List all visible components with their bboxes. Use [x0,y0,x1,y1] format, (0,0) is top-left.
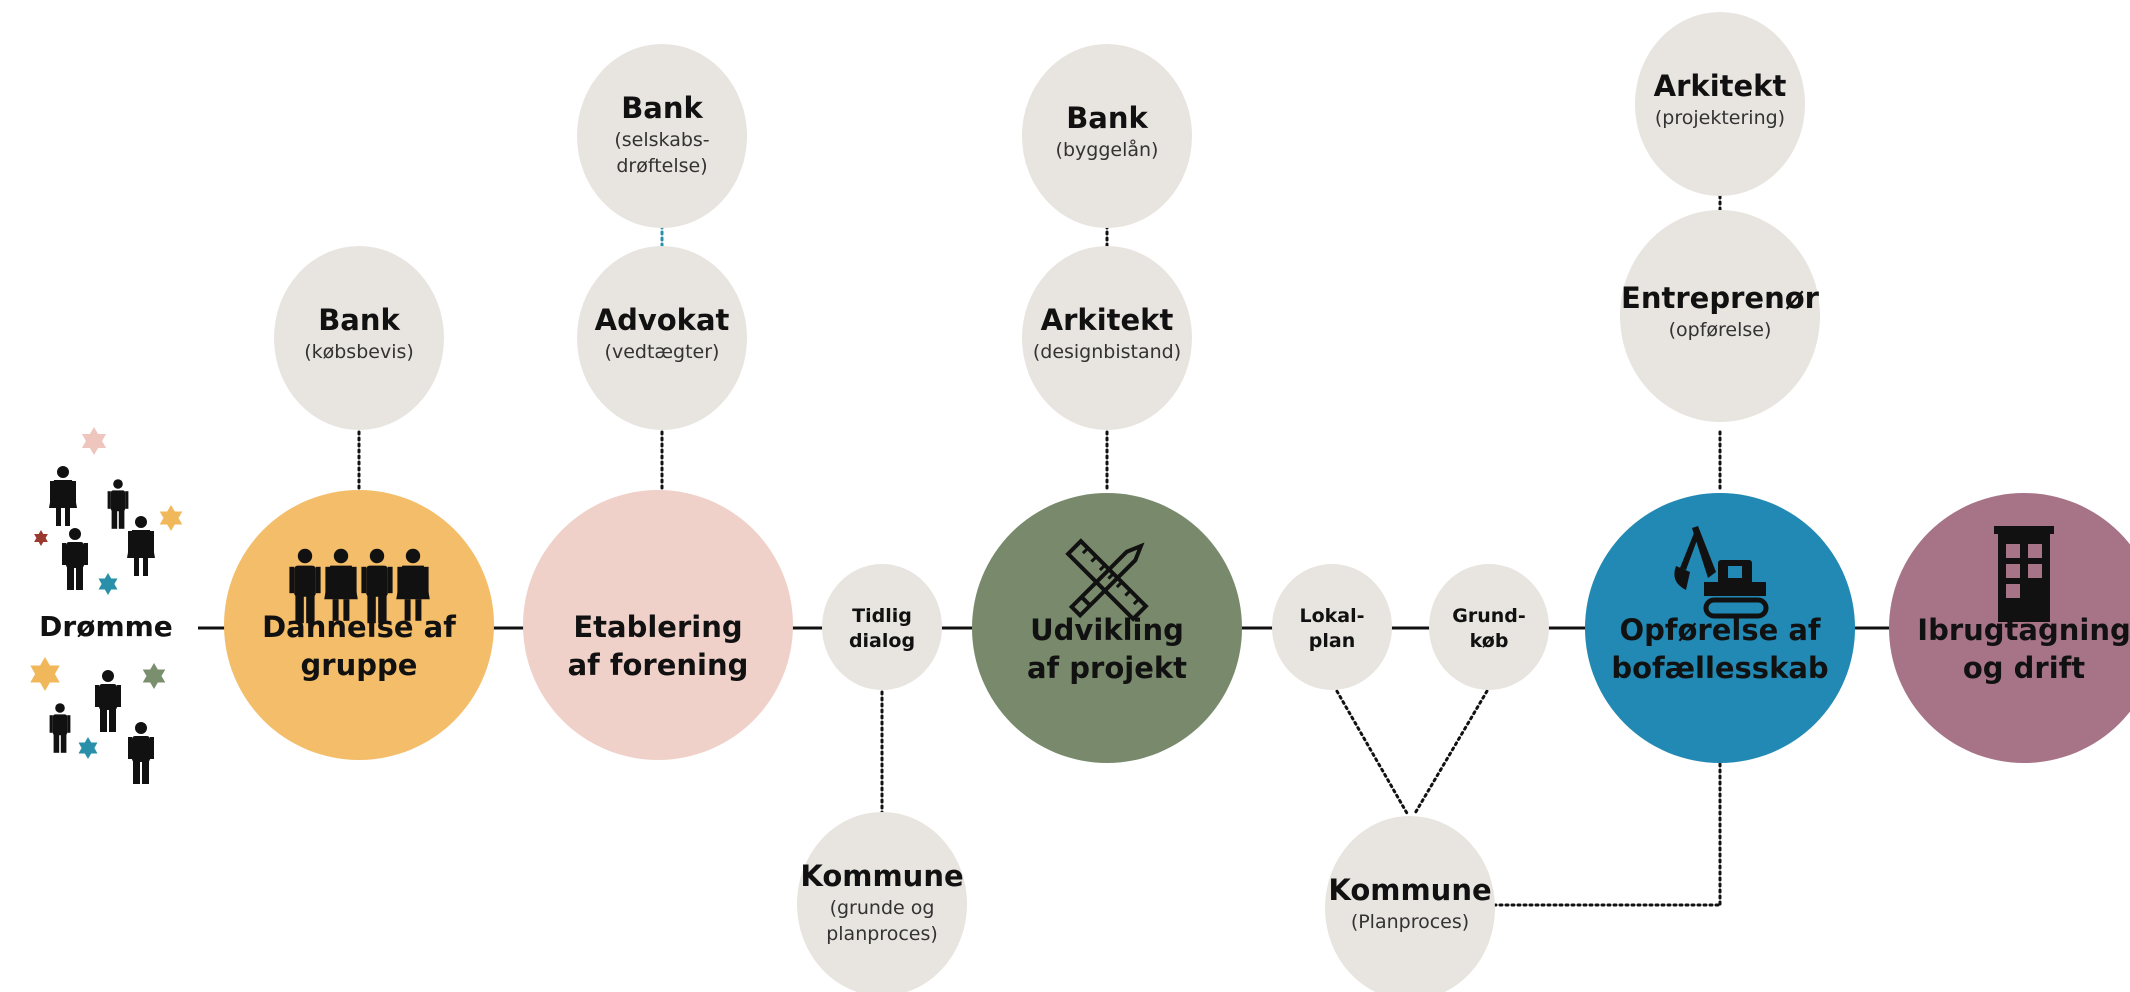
stage-label-udvikling-2: af projekt [1027,651,1187,685]
actor-title-kommune-plan: Kommune [1328,873,1491,907]
connector-grundkob-kommune [1412,684,1492,817]
circles [224,12,2130,992]
step-label-grundkob-2: køb [1470,630,1509,652]
icons [30,427,2054,784]
step-circle-tidlig [822,564,942,690]
building-icon [1994,526,2054,622]
actor-title-arkitekt-projekt: Arkitekt [1654,69,1787,103]
star-icon [34,530,48,546]
connector-lokalplan-kommune [1332,684,1410,817]
step-label-lokalplan-2: plan [1309,630,1355,652]
person-icon [49,703,71,753]
star-icon [30,657,60,691]
person-icon [107,479,129,529]
actor-title-advokat: Advokat [595,303,730,337]
actor-title-bank-selskab: Bank [621,91,703,125]
actor-title-bank-kobsbevis: Bank [318,303,400,337]
actor-circle-bank-kobsbevis [274,246,444,430]
actor-circle-kommune-plan [1325,816,1495,992]
star-icon [142,663,166,689]
star-icon [78,737,98,759]
stage-label-opforelse-2: bofællesskab [1611,651,1828,685]
stage-label-opforelse-1: Opførelse af [1619,613,1820,647]
stage-circle-dannelse [224,490,494,760]
actor-circle-entreprenor [1620,210,1820,422]
actor-sub-bank-byggelan-0: (byggelån) [1056,138,1159,161]
actor-sub-kommune-grunde-0: (grunde og [830,897,935,919]
stage-label-etablering-1: Etablering [573,610,742,644]
stage-label-udvikling-1: Udvikling [1030,613,1184,647]
ruler-pencil-icon [1065,538,1149,622]
start-label: Drømme [39,610,173,643]
actor-sub-advokat-0: (vedtægter) [605,341,720,363]
labels: Dannelse af gruppe Etablering af forening Ud… [30,69,2130,945]
person-icon [361,548,393,624]
actor-sub-bank-selskab-1: drøftelse) [616,155,707,177]
actor-circle-bank-byggelan [1022,44,1192,228]
actor-circle-arkitekt-projekt [1635,12,1805,196]
person-icon [127,516,155,576]
step-circle-lokalplan [1272,564,1392,690]
actor-title-kommune-grunde: Kommune [800,859,963,893]
stage-label-dannelse-2: gruppe [301,648,418,682]
person-icon [324,548,358,621]
step-label-tidlig-2: dialog [849,630,915,652]
person-icon [128,722,154,784]
person-icon [95,670,121,732]
stage-label-etablering-2: af forening [568,648,749,682]
stage-circle-ibrugtagning [1889,493,2130,763]
person-icon [396,548,430,621]
actor-circle-advokat [577,246,747,430]
actor-circle-bank-selskab [577,44,747,228]
stage-circle-etablering [523,490,793,760]
stage-circle-udvikling [972,493,1242,763]
actor-circle-arkitekt-design [1022,246,1192,430]
step-label-lokalplan-1: Lokal- [1299,605,1364,627]
star-icon [98,573,118,595]
actor-sub-arkitekt-projekt-0: (projektering) [1655,107,1785,129]
actor-circle-kommune-grunde [797,812,967,992]
dream-cluster [30,427,183,784]
actor-sub-bank-kobsbevis-0: (købsbevis) [304,341,414,363]
stage-label-dannelse-1: Dannelse af [262,610,456,644]
person-icon [49,466,77,526]
actor-title-arkitekt-design: Arkitekt [1041,303,1174,337]
actor-sub-entreprenor-0: (opførelse) [1669,319,1772,341]
stage-circle-opforelse [1585,493,1855,763]
actor-sub-bank-selskab-0: (selskabs- [614,129,709,151]
actor-sub-arkitekt-design-0: (designbistand) [1033,341,1181,363]
person-icon [62,528,88,590]
people-group-icon [289,548,430,624]
stage-label-ibrugtagning-2: og drift [1963,651,2085,685]
actor-title-entreprenor: Entreprenør [1621,281,1820,315]
actor-title-bank-byggelan: Bank [1066,101,1148,135]
step-label-grundkob-1: Grund- [1452,605,1526,627]
step-label-tidlig-1: Tidlig [852,605,912,627]
star-icon [159,505,183,531]
star-icon [81,427,107,455]
step-circle-grundkob [1429,564,1549,690]
person-icon [289,548,321,624]
actor-sub-kommune-grunde-1: planproces) [826,923,938,945]
excavator-icon [1674,526,1769,619]
actor-sub-kommune-plan-0: (Planproces) [1351,911,1469,933]
